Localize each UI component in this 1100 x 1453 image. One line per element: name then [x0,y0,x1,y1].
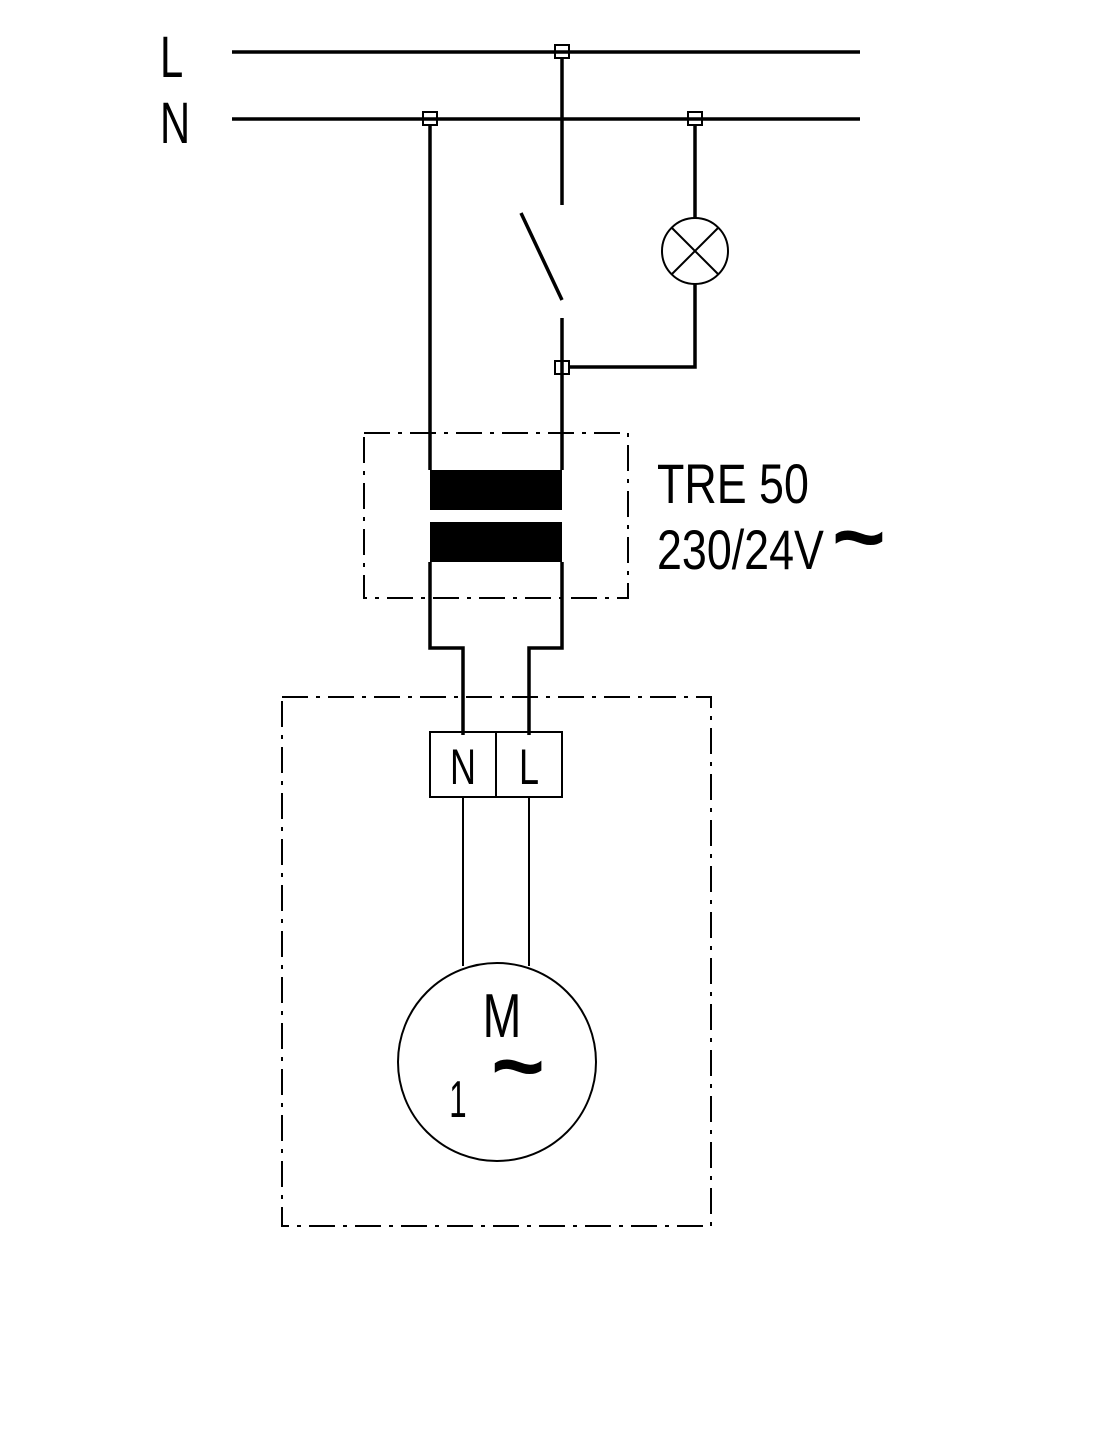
transformer-model: TRE 50 [657,452,809,515]
fan-enclosure [281,696,712,1227]
motor-ac-icon: ~ [491,1015,545,1117]
transformer-ac-icon: ~ [832,486,886,588]
transformer-enclosure [363,432,629,599]
lamp-cross-b [671,227,719,275]
live-rail-label: L [160,24,183,89]
terminal-live-label: L [519,740,539,795]
motor: M 1 ~ [397,962,597,1162]
secondary-neutral-wire [428,562,465,735]
terminal-neutral-label: N [450,740,476,795]
transformer-primary-winding [430,470,562,510]
switch-lever [519,212,564,301]
lamp-return-wire [569,284,697,369]
motor-symbol-icon [397,962,597,1162]
neutral-rail-label: N [160,90,190,155]
supply-rails: L N [160,24,860,156]
motor-letter: M [483,980,522,1050]
transformer-rating: 230/24V [657,518,824,581]
motor-phase: 1 [449,1071,466,1129]
transformer-secondary-winding [430,522,562,562]
terminal-block: N L [429,731,563,798]
transformer: TRE 50 230/24V ~ [363,432,886,599]
fan-unit: N L M 1 ~ [281,696,712,1227]
indicator-lamp [569,125,729,369]
switch [519,58,564,470]
secondary-wiring [428,562,564,735]
secondary-live-wire [527,562,564,735]
